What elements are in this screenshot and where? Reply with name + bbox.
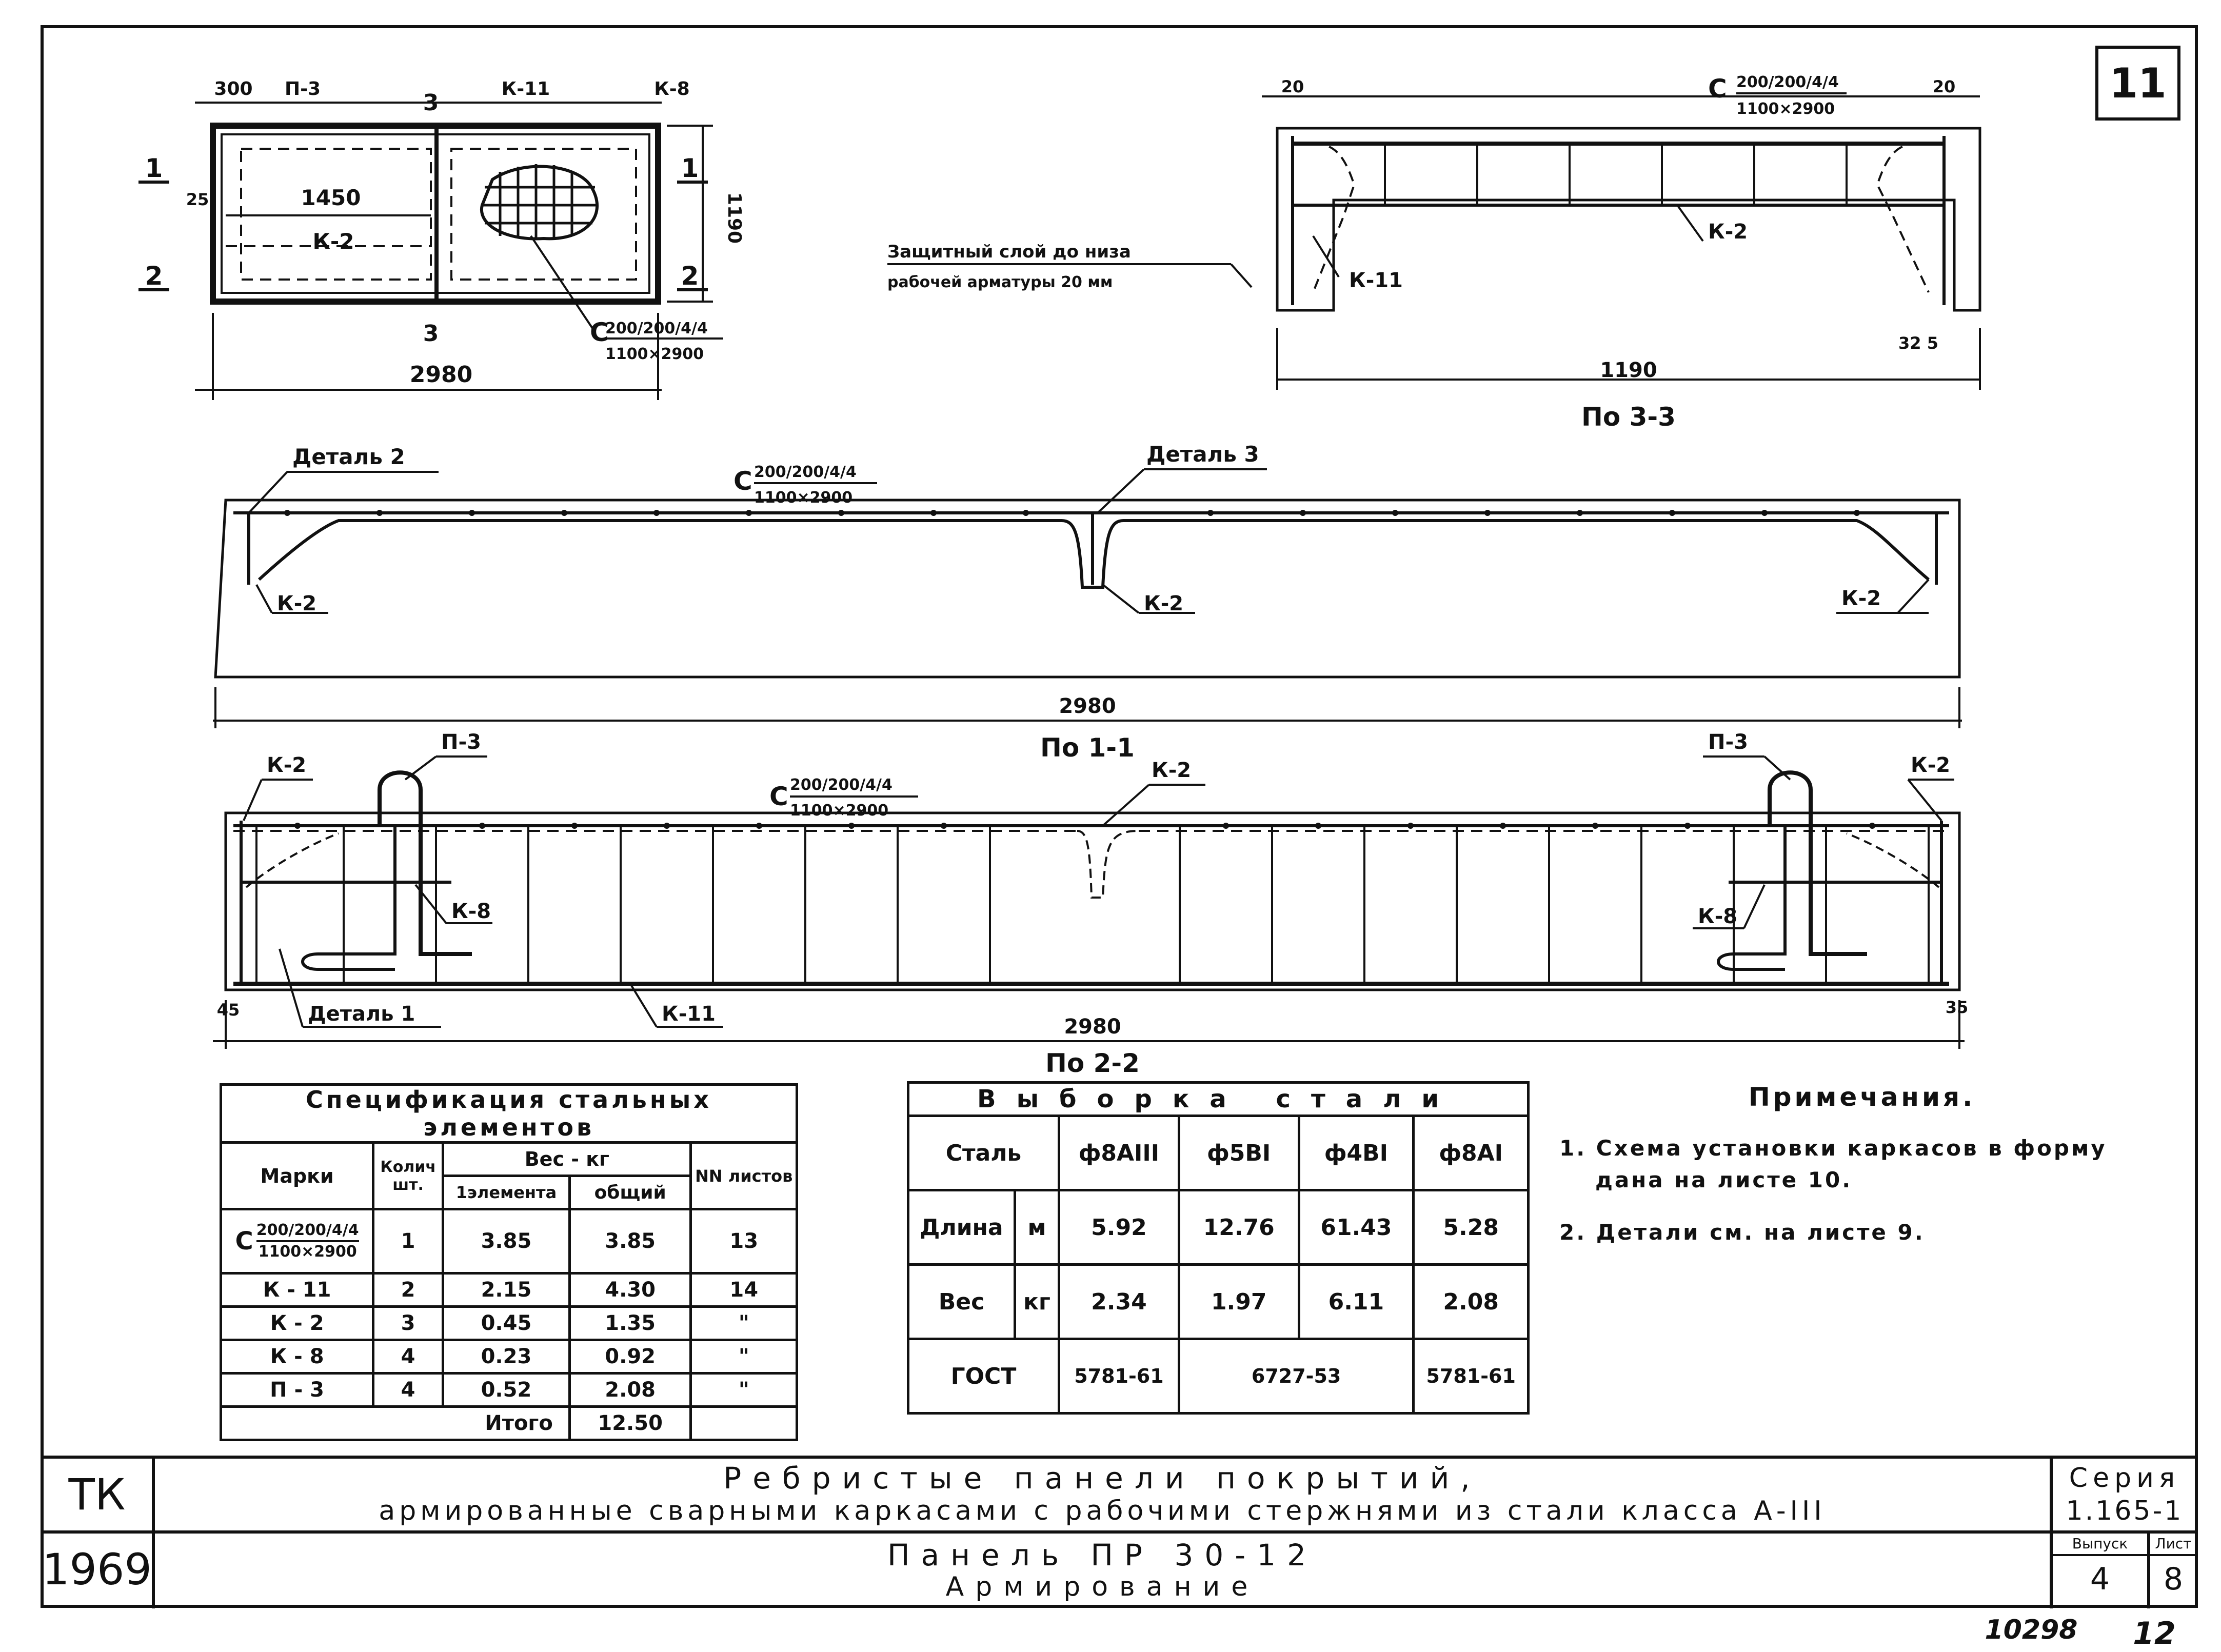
sheet-badge: 11 bbox=[2095, 46, 2180, 121]
sec33-mesh-bottom: 1100×2900 bbox=[1736, 100, 1835, 118]
plan-mesh-prefix: С bbox=[590, 317, 609, 347]
section-mark-2-right: 2 bbox=[681, 261, 699, 291]
page-number: 12 bbox=[2133, 1616, 2176, 1651]
section-2-2: К-2 П-3 К-2 П-3 К-2 С 200/200/4/4 1100×2… bbox=[213, 730, 1968, 1078]
sec33-small-dim: 32 5 bbox=[1898, 333, 1938, 353]
section-mark-1-right: 1 bbox=[681, 153, 699, 183]
sec11-length-dim: 2980 bbox=[1059, 694, 1116, 718]
sec22-detail-1: Деталь 1 bbox=[308, 1002, 415, 1026]
sec33-mesh-prefix: С bbox=[1708, 74, 1727, 104]
plan-label-p3: П-3 bbox=[285, 78, 321, 99]
plan-height-dim: 1190 bbox=[724, 192, 745, 244]
sec33-mesh-top: 200/200/4/4 bbox=[1736, 73, 1839, 91]
sec33-dim-right: 20 bbox=[1933, 77, 1956, 96]
sec22-edge-dim-left: 45 bbox=[217, 1000, 240, 1020]
sec22-label-k11: К-11 bbox=[662, 1002, 716, 1026]
sec22-stirrups bbox=[255, 826, 1930, 984]
protective-note-line1: Защитный слой до низа bbox=[887, 242, 1131, 262]
protective-layer-note: Защитный слой до низа рабочей арматуры 2… bbox=[887, 242, 1253, 291]
sec22-label-k2-left: К-2 bbox=[267, 753, 306, 777]
sec22-mesh-bottom: 1100×2900 bbox=[790, 802, 888, 820]
sec11-label-k2-mid: К-2 bbox=[1144, 592, 1183, 615]
sec11-detail-2: Деталь 2 bbox=[292, 444, 405, 469]
sec22-label-k2-mid: К-2 bbox=[1152, 759, 1191, 782]
plan-label-k11: К-11 bbox=[502, 78, 550, 99]
plan-length-dim: 2980 bbox=[410, 362, 472, 388]
sec33-label-k11: К-11 bbox=[1349, 269, 1403, 292]
section-mark-3-top: 3 bbox=[423, 90, 439, 116]
sec11-mesh-top: 200/200/4/4 bbox=[754, 463, 857, 481]
sec22-label-k8-right: К-8 bbox=[1698, 905, 1737, 928]
sec33-caption: По 3-3 bbox=[1581, 402, 1676, 432]
plan-view: 300 П-3 К-11 К-8 1450 К-2 25 1190 2980 1… bbox=[138, 78, 745, 400]
sec11-top-rebar-dots bbox=[284, 510, 1860, 516]
section-mark-3-bottom: 3 bbox=[423, 321, 439, 347]
sec22-mesh-prefix: С bbox=[769, 782, 788, 811]
section-mark-1-left: 1 bbox=[145, 153, 163, 183]
stamp-number: 10298 bbox=[1985, 1615, 2078, 1645]
plan-mesh-bottom: 1100×2900 bbox=[605, 345, 704, 363]
sec22-label-k2-right: К-2 bbox=[1911, 753, 1950, 777]
sec11-detail-3: Деталь 3 bbox=[1146, 442, 1259, 467]
sheet-badge-text: 11 bbox=[2109, 59, 2166, 107]
sec33-label-k2: К-2 bbox=[1708, 220, 1748, 244]
sec33-bottom-dim: 1190 bbox=[1600, 359, 1657, 382]
sec11-caption: По 1-1 bbox=[1040, 733, 1135, 763]
plan-inner-dim: 1450 bbox=[301, 185, 361, 210]
sec22-top-rebar-dots bbox=[294, 823, 1875, 829]
section-mark-2-left: 2 bbox=[145, 261, 163, 291]
sec11-label-k2-left: К-2 bbox=[277, 592, 316, 615]
sec22-label-p3-right: П-3 bbox=[1708, 730, 1748, 754]
sec33-dim-left: 20 bbox=[1281, 77, 1304, 96]
plan-mesh-top: 200/200/4/4 bbox=[605, 320, 708, 337]
sec22-label-k8-left: К-8 bbox=[451, 900, 491, 923]
sec11-label-k2-right: К-2 bbox=[1841, 587, 1881, 610]
plan-side-dim: 25 bbox=[186, 190, 209, 209]
sec22-mesh-top: 200/200/4/4 bbox=[790, 776, 893, 794]
plan-label-k8: К-8 bbox=[654, 78, 689, 99]
sheet-frame bbox=[41, 25, 2198, 1608]
section-3-3: 20 20 С 200/200/4/4 1100×2900 К-2 К-11 1… bbox=[1262, 73, 1981, 432]
sec22-label-p3-left: П-3 bbox=[441, 730, 481, 754]
sec22-caption: По 2-2 bbox=[1045, 1048, 1140, 1078]
plan-dim-300: 300 bbox=[214, 78, 252, 99]
sec11-mesh-bottom: 1100×2900 bbox=[754, 489, 852, 507]
section-1-1: Деталь 2 Деталь 3 С 200/200/4/4 1100×290… bbox=[213, 442, 1962, 763]
sec22-edge-dim-right: 35 bbox=[1946, 998, 1969, 1017]
plan-frame-label: К-2 bbox=[313, 229, 354, 254]
sec11-mesh-prefix: С bbox=[733, 466, 752, 496]
protective-note-line2: рабочей арматуры 20 мм bbox=[887, 273, 1113, 291]
sec22-length-dim: 2980 bbox=[1064, 1015, 1121, 1039]
